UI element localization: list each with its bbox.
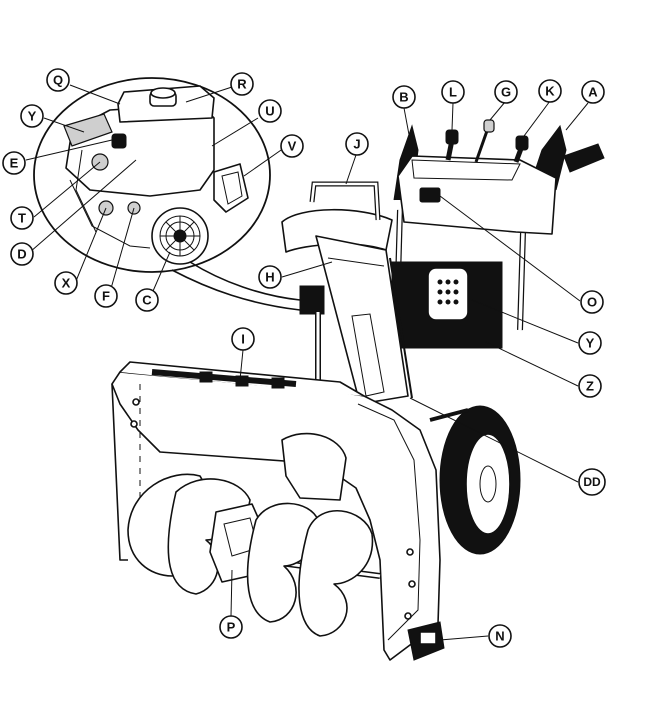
callout-k: K (538, 79, 562, 103)
svg-text:X: X (62, 276, 71, 291)
callout-o: O (580, 290, 604, 314)
svg-text:E: E (10, 156, 19, 171)
callout-z: Z (578, 374, 602, 398)
callout-r: R (230, 72, 254, 96)
svg-text:Y: Y (28, 109, 37, 124)
svg-text:J: J (353, 137, 360, 152)
callout-b: B (392, 85, 416, 109)
callout-dd: DD (578, 468, 606, 496)
svg-text:P: P (227, 620, 236, 635)
callout-g: G (494, 80, 518, 104)
svg-text:O: O (587, 295, 597, 310)
svg-text:Y: Y (586, 336, 595, 351)
callout-j: J (345, 132, 369, 156)
callout-l: L (441, 80, 465, 104)
callout-a: A (581, 80, 605, 104)
discharge-chute (315, 235, 409, 405)
auger-housing (111, 371, 441, 661)
svg-text:V: V (288, 139, 297, 154)
auger-left-inner (167, 478, 251, 595)
callout-h: H (258, 265, 282, 289)
svg-text:B: B (399, 90, 408, 105)
callout-p: P (219, 615, 243, 639)
right-grip (563, 143, 605, 173)
svg-text:I: I (241, 332, 245, 347)
callouts: Q R Y U E V T D X F C B L G K A J H O Y … (2, 68, 606, 648)
callout-i: I (231, 327, 255, 351)
svg-text:H: H (265, 270, 274, 285)
callout-c: C (135, 288, 159, 312)
ignition-key (111, 133, 127, 149)
svg-text:Z: Z (586, 379, 594, 394)
callout-x: X (54, 271, 78, 295)
svg-text:N: N (495, 629, 504, 644)
housing-side-panel (357, 403, 421, 641)
svg-text:L: L (449, 85, 457, 100)
impeller (281, 432, 347, 501)
svg-text:Q: Q (53, 73, 63, 88)
callout-y-frame: Y (578, 331, 602, 355)
svg-text:G: G (501, 85, 511, 100)
svg-text:D: D (17, 247, 26, 262)
dashboard (397, 155, 557, 235)
svg-text:R: R (237, 77, 247, 92)
svg-text:F: F (102, 289, 110, 304)
svg-text:K: K (545, 84, 555, 99)
svg-text:A: A (588, 85, 598, 100)
svg-text:T: T (18, 211, 26, 226)
callout-f: F (94, 284, 118, 308)
svg-text:U: U (265, 104, 274, 119)
callout-y-engine: Y (20, 104, 44, 128)
callout-u: U (258, 99, 282, 123)
callout-q: Q (46, 68, 70, 92)
engine-inset (33, 77, 301, 311)
callout-d: D (10, 242, 34, 266)
auger-right-outer (298, 509, 374, 637)
primer-area (63, 113, 113, 147)
callout-e: E (2, 151, 26, 175)
auger-right-inner (246, 502, 320, 623)
headlight (419, 187, 441, 203)
leader-lines (25, 84, 589, 641)
callout-n: N (488, 624, 512, 648)
lever-g (474, 127, 490, 163)
callout-t: T (10, 206, 34, 230)
svg-text:C: C (142, 293, 152, 308)
callout-v: V (280, 134, 304, 158)
svg-text:DD: DD (583, 475, 601, 489)
chute-crank (389, 257, 413, 399)
